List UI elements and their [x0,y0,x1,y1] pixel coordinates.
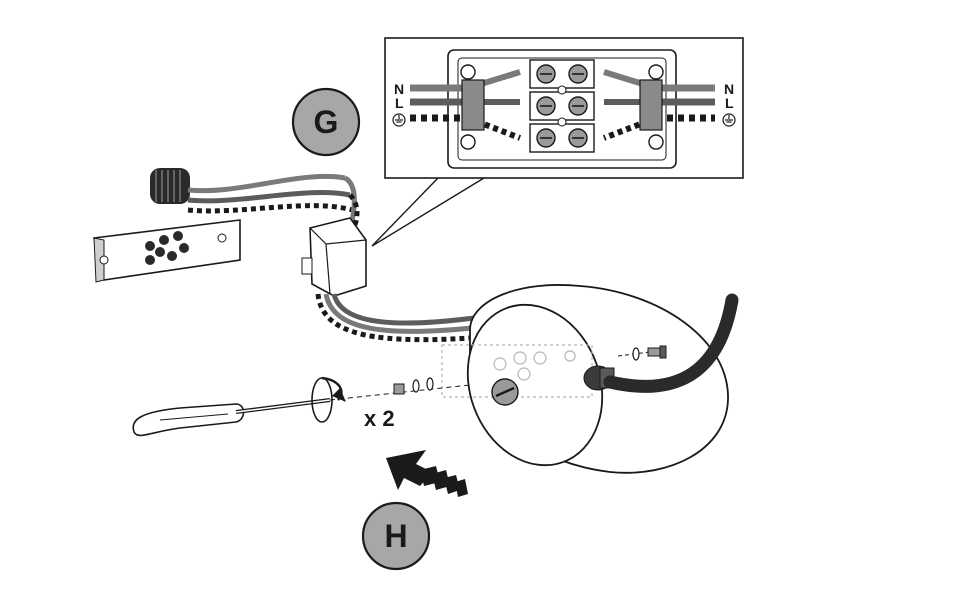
step-badge-h: H [361,501,431,571]
screw-left [329,377,471,401]
terminal-block-inset: N L N L [371,37,744,247]
connector-box [301,217,367,297]
inset-label-n-left: N [394,81,404,97]
inset-label-l-right: L [725,95,734,111]
coiled-cable [150,168,190,204]
earth-icon [392,113,406,127]
push-direction-arrow-icon [386,450,468,497]
step-letter-h: H [384,518,407,554]
screwdriver-icon [132,398,331,437]
inset-label-n-right: N [724,81,734,97]
mains-cable [603,293,739,393]
screw-terminals [529,59,595,153]
step-letter-g: G [314,104,339,140]
rotate-clockwise-icon [311,376,346,423]
quantity-multiplier: x 2 [364,406,395,431]
step-badge-g: G [291,87,361,157]
input-wires [187,173,360,234]
output-wires [315,293,475,343]
screw-right [617,345,667,361]
remote-control [93,219,241,283]
earth-icon [722,113,736,127]
inset-label-l-left: L [395,95,404,111]
fixture-housing [441,284,729,474]
